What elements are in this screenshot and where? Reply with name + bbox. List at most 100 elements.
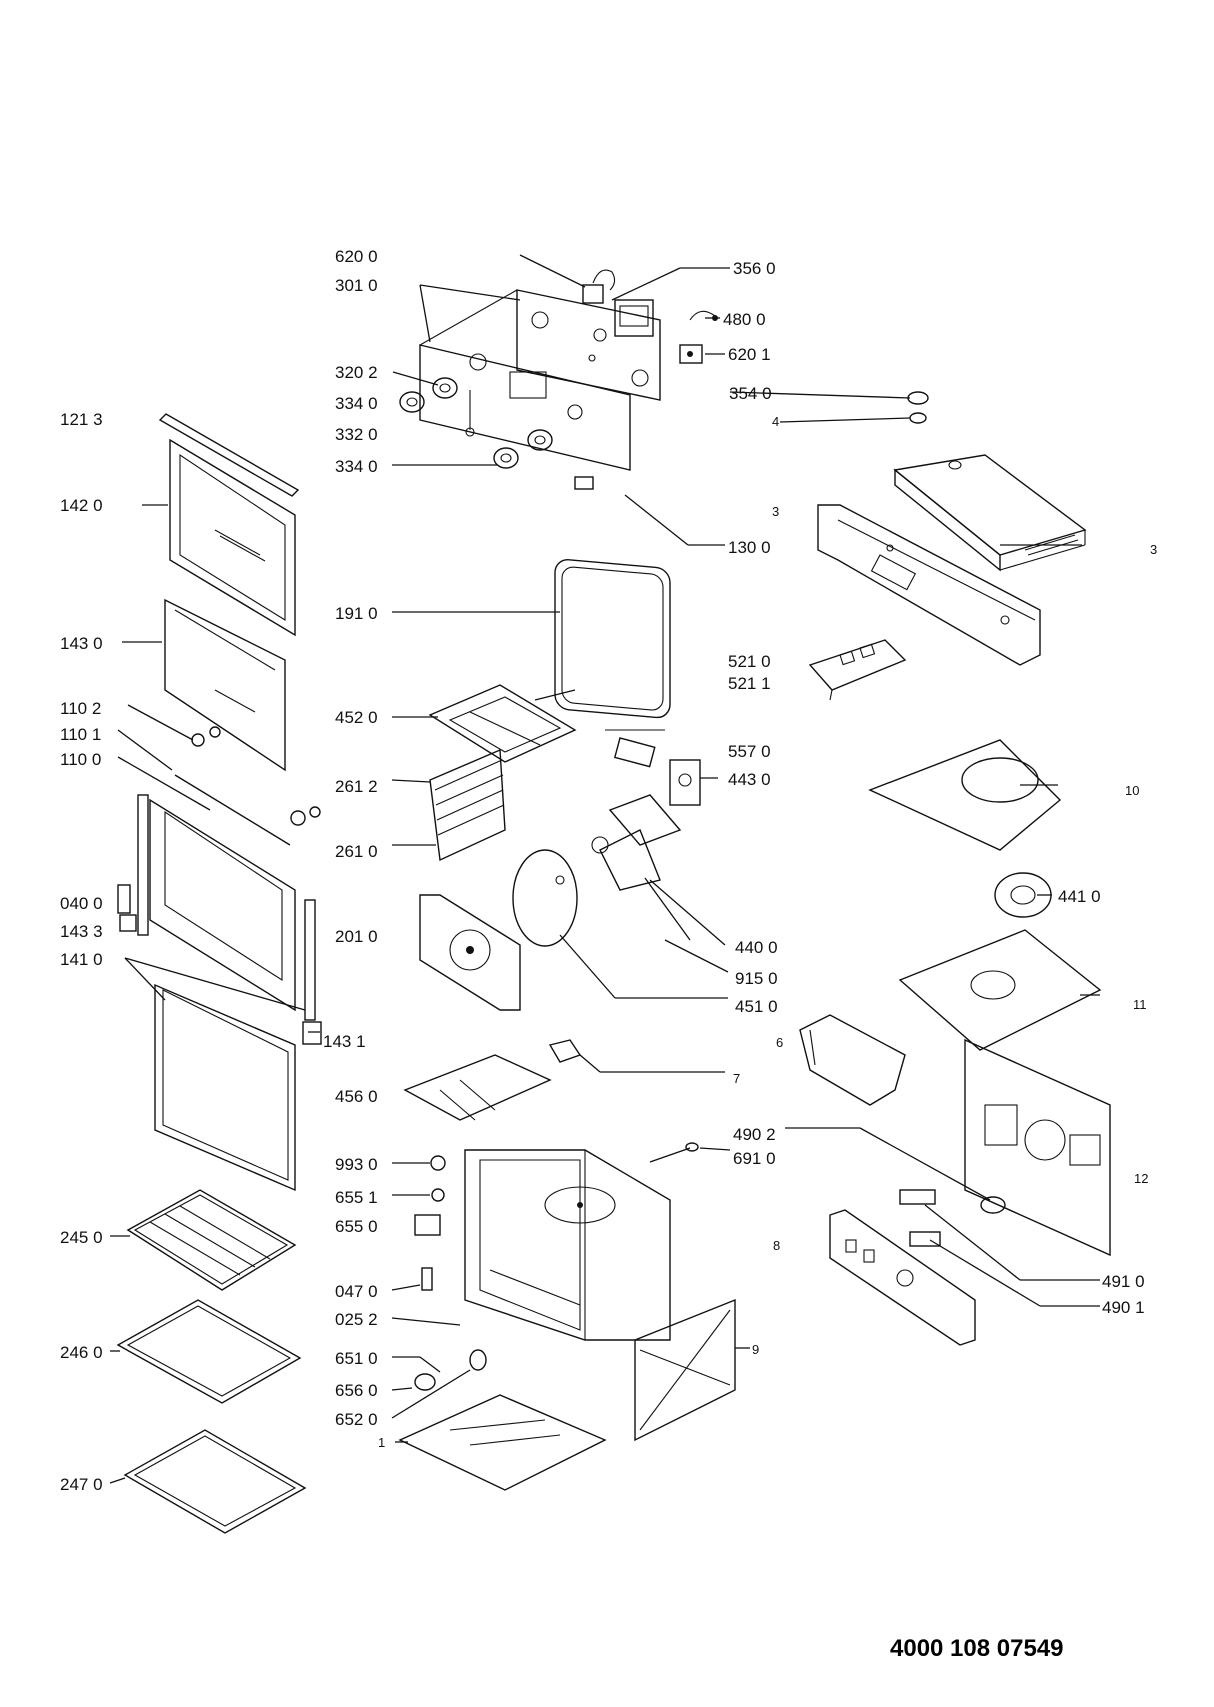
label-4430: 443 0: [728, 770, 771, 789]
label-3202: 320 2: [335, 363, 378, 382]
label-1300: 130 0: [728, 538, 771, 557]
label-4: 4: [772, 414, 779, 429]
label-6200: 620 0: [335, 247, 378, 266]
label-4400: 440 0: [735, 938, 778, 957]
label-3320: 332 0: [335, 425, 378, 444]
oven-cavity-drawing: [464, 1149, 671, 1341]
label-7: 7: [733, 1071, 740, 1086]
label-4910: 491 0: [1102, 1272, 1145, 1291]
label-2010: 201 0: [335, 927, 378, 946]
label-2470: 247 0: [60, 1475, 103, 1494]
label-5210: 521 0: [728, 652, 771, 671]
label-1213: 121 3: [60, 410, 103, 429]
label-12: 12: [1134, 1171, 1148, 1186]
label-1101: 110 1: [60, 725, 101, 744]
label-6551: 655 1: [335, 1188, 378, 1207]
drip-pan-drawing: [123, 1429, 307, 1534]
label-9930: 993 0: [335, 1155, 378, 1174]
label-1: 1: [378, 1435, 385, 1450]
top-heating-element-drawing: [428, 684, 577, 763]
label-6910: 691 0: [733, 1149, 776, 1168]
knobs-drawing: [399, 377, 553, 469]
clip-drawing: [574, 476, 594, 490]
fan-blade-drawing: [591, 794, 682, 891]
label-1431: 143 1: [323, 1032, 366, 1051]
label-4560: 456 0: [335, 1087, 378, 1106]
label-3560: 356 0: [733, 259, 776, 278]
label-5211: 521 1: [728, 674, 771, 693]
label-4902: 490 2: [733, 1125, 776, 1144]
label-1100: 110 0: [60, 750, 101, 769]
label-6560: 656 0: [335, 1381, 378, 1400]
label-3540: 354 0: [729, 384, 772, 403]
label-6550: 655 0: [335, 1217, 378, 1236]
label-1433: 143 3: [60, 922, 103, 941]
label-2610: 261 0: [335, 842, 378, 861]
door-gasket-drawing: [554, 559, 671, 719]
bottom-heating-element-drawing: [403, 1054, 552, 1121]
label-6201: 620 1: [728, 345, 771, 364]
electronic-board-drawing: [808, 639, 907, 701]
side-rack-drawing: [429, 748, 506, 862]
fan-guard-drawing: [512, 849, 578, 947]
label-5570: 557 0: [728, 742, 771, 761]
small-parts-column-drawing: [414, 1155, 446, 1291]
cavity-back-panel-drawing: [419, 894, 521, 1011]
terminal-bracket-drawing: [829, 1209, 976, 1346]
label-3340-b: 334 0: [335, 457, 378, 476]
label-4800: 480 0: [723, 310, 766, 329]
door-hinge-screws-drawing: [174, 726, 321, 846]
label-3010: 301 0: [335, 276, 378, 295]
label-3-right: 3: [1150, 542, 1157, 557]
leader-lines: [109, 254, 1100, 1484]
wire-shelf-drawing: [126, 1189, 297, 1291]
lamp-cover-drawing: [414, 1349, 487, 1391]
switch-module-drawing: [582, 269, 718, 364]
label-8: 8: [773, 1238, 780, 1253]
terminal-parts-drawing: [899, 1189, 1006, 1247]
door-top-trim-drawing: [158, 413, 300, 497]
label-9: 9: [752, 1342, 759, 1357]
label-2450: 245 0: [60, 1228, 103, 1247]
label-2612: 261 2: [335, 777, 378, 796]
label-10: 10: [1125, 783, 1139, 798]
baking-tray-drawing: [116, 1299, 302, 1404]
oven-lamp-drawing: [649, 1142, 699, 1163]
bottom-plate-drawing: [398, 1394, 607, 1491]
label-0400: 040 0: [60, 894, 103, 913]
label-6: 6: [776, 1035, 783, 1050]
thermostat-drawing: [605, 729, 665, 768]
label-0252: 025 2: [335, 1310, 378, 1329]
label-6510: 651 0: [335, 1349, 378, 1368]
side-bracket-drawing: [799, 1014, 906, 1106]
fan-motor-drawing: [669, 759, 701, 806]
side-panel-drawing: [634, 1298, 736, 1442]
ring-parts-drawing: [907, 391, 929, 424]
label-3-top: 3: [772, 504, 779, 519]
bracket-drawing: [548, 1039, 582, 1063]
top-cover-drawing: [893, 454, 1087, 572]
label-0470: 047 0: [335, 1282, 378, 1301]
label-4510: 451 0: [735, 997, 778, 1016]
top-plate-drawing: [898, 929, 1102, 1051]
door-glass-inner-drawing: [169, 438, 296, 637]
hinge-parts-drawing: [117, 884, 322, 1045]
label-9150: 915 0: [735, 969, 778, 988]
rear-frame-drawing: [817, 504, 1041, 666]
label-6520: 652 0: [335, 1410, 378, 1429]
label-1430: 143 0: [60, 634, 103, 653]
door-frame-drawing: [137, 794, 316, 1021]
label-3340-a: 334 0: [335, 394, 378, 413]
label-4901: 490 1: [1102, 1298, 1145, 1317]
door-glass-outer-drawing: [154, 983, 296, 1192]
label-1420: 142 0: [60, 496, 103, 515]
label-4410: 441 0: [1058, 887, 1101, 906]
label-4520: 452 0: [335, 708, 378, 727]
part-number-labels: 620 0 301 0 356 0 480 0 620 1 320 2 334 …: [60, 247, 1157, 1494]
document-number: 4000 108 07549: [890, 1635, 1064, 1662]
label-1910: 191 0: [335, 604, 378, 623]
label-1410: 141 0: [60, 950, 103, 969]
fan-cover-drawing: [868, 739, 1062, 851]
